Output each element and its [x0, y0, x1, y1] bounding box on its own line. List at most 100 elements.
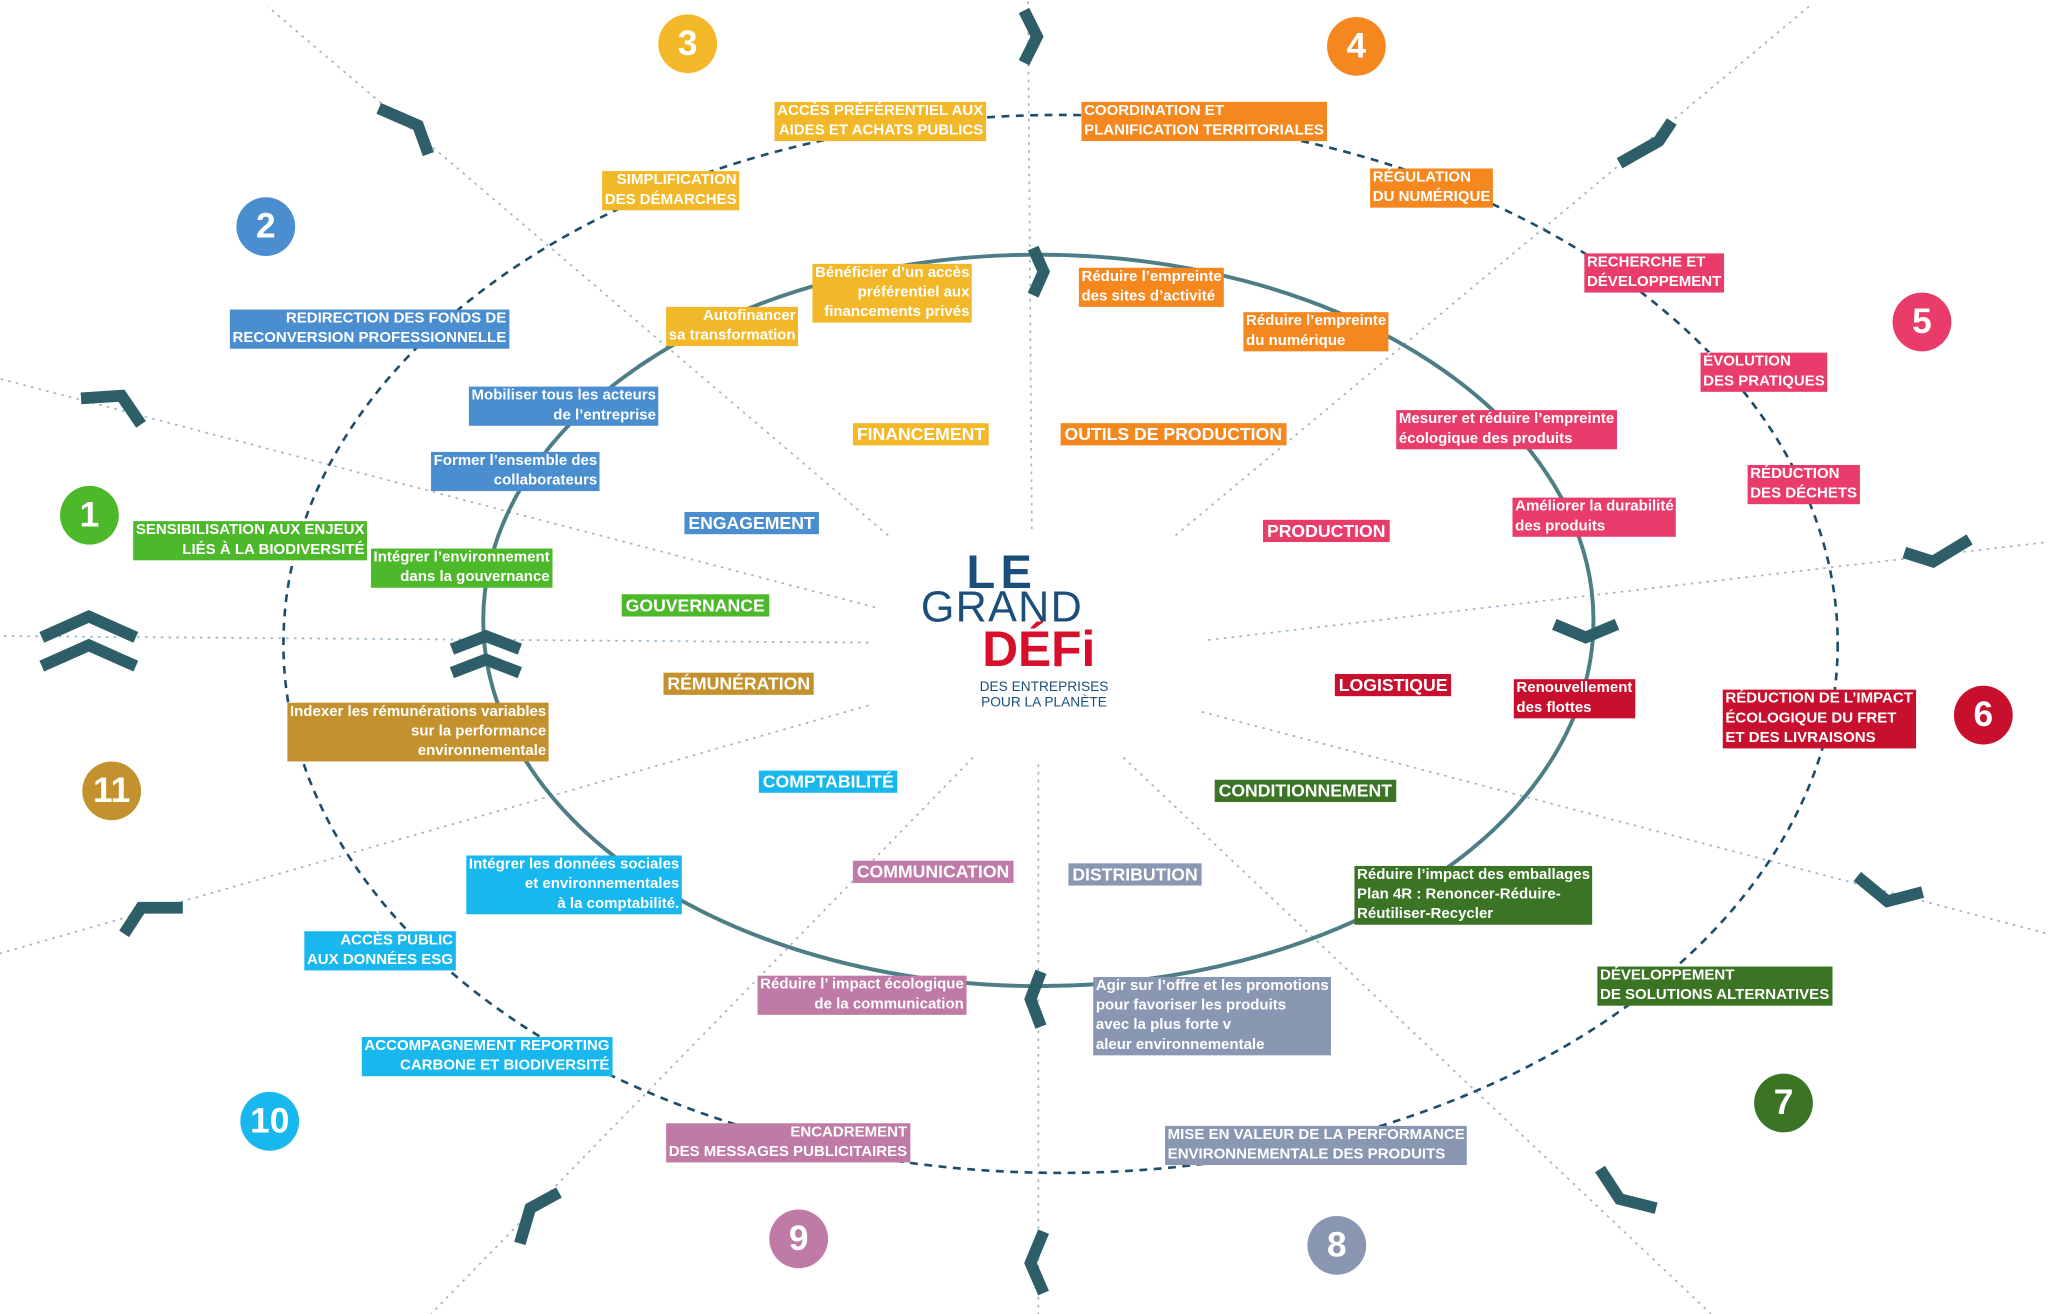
label-integrer-environnement: Intégrer l’environnement dans la gouvern…: [370, 548, 553, 588]
label-recherche: RECHERCHE ET DÉVELOPPEMENT: [1584, 253, 1724, 293]
label-line: DES PRATIQUES: [1703, 373, 1825, 390]
label-line: des produits: [1515, 518, 1606, 535]
label-line: Mobiliser tous les acteurs: [471, 387, 656, 404]
label-line: de la communication: [814, 996, 964, 1013]
label-line: sa transformation: [668, 327, 796, 344]
label-line: ENCADREMENT: [790, 1124, 908, 1141]
category-logistique: LOGISTIQUE: [1334, 673, 1452, 697]
chevron-double-up-inner-b-icon: [449, 653, 522, 679]
label-line: à la comptabilité.: [557, 895, 680, 912]
label-line: Indexer les rémunérations variables: [289, 703, 547, 720]
label-line: Réduire l’impact des emballages: [1357, 867, 1590, 883]
category-comptabilite: COMPTABILITÉ: [758, 770, 898, 793]
chevron-se1-icon: [1853, 871, 1925, 908]
label-line: Mesurer et réduire l’empreinte: [1398, 411, 1615, 428]
number-badge-10: 10: [240, 1091, 300, 1151]
chevron-inner-bottom-icon: [1024, 969, 1047, 1029]
label-line: collaborateurs: [493, 472, 598, 489]
label-reduire-sites: Réduire l’empreinte des sites d’activité: [1078, 267, 1225, 307]
label-line: Réduire l’empreinte: [1081, 269, 1222, 285]
number-badge-5: 5: [1892, 292, 1952, 352]
label-line: préférentiel aux: [857, 284, 970, 301]
number-badge-6: 6: [1953, 685, 2013, 745]
label-reduire-communication: Réduire l’ impact écologique de la commu…: [757, 975, 967, 1015]
label-encadrement: ENCADREMENT DES MESSAGES PUBLICITAIRES: [666, 1123, 910, 1163]
label-renouvellement: Renouvellement des flottes: [1513, 679, 1636, 719]
label-mise-en-valeur: MISE EN VALEUR DE LA PERFORMANCE ENVIRON…: [1165, 1125, 1468, 1166]
label-line: RÉDUCTION: [1750, 466, 1840, 482]
label-evolution: ÉVOLUTION DES PRATIQUES: [1700, 352, 1828, 392]
label-line: écologique des produits: [1398, 431, 1573, 447]
label-line: des flottes: [1516, 700, 1592, 716]
label-line: ACCÈS PUBLIC: [340, 932, 453, 949]
chevron-inner-top-icon: [1027, 245, 1051, 298]
label-line: PLANIFICATION TERRITORIALES: [1084, 122, 1324, 139]
chevron-top-icon: [1018, 7, 1044, 66]
label-line: Intégrer les données sociales: [468, 856, 680, 873]
label-line: DÉVELOPPEMENT: [1599, 967, 1735, 984]
chevron-se2-icon: [1595, 1165, 1658, 1214]
label-line: Réduire l’empreinte: [1246, 313, 1387, 330]
logo-defi: DÉFi: [982, 623, 1096, 678]
category-outils-de-production: OUTILS DE PRODUCTION: [1060, 423, 1286, 446]
label-line: Plan 4R : Renoncer-Réduire-: [1357, 886, 1561, 903]
label-redirection: REDIRECTION DES FONDS DE RECONVERSION PR…: [229, 309, 509, 349]
label-line: Former l’ensemble des: [433, 453, 598, 469]
label-line: RECONVERSION PROFESSIONNELLE: [232, 330, 507, 347]
label-line: ACCOMPAGNEMENT REPORTING: [364, 1038, 610, 1055]
label-line: des sites d’activité: [1081, 288, 1216, 305]
chevron-double-up-outer-a-icon: [39, 610, 139, 643]
label-acces-preferentiel: ACCÈS PRÉFÉRENTIEL AUX AIDES ET ACHATS P…: [774, 101, 986, 142]
label-line: Réduire l’ impact écologique: [760, 976, 964, 993]
label-line: Renouvellement: [1516, 680, 1633, 697]
label-line: DES DÉCHETS: [1750, 485, 1858, 502]
label-agir: Agir sur l’offre et les promotions pour …: [1093, 976, 1332, 1056]
label-line: LIÉS À LA BIODIVERSITÉ: [182, 542, 365, 558]
number-badge-2: 2: [236, 197, 296, 256]
label-line: financements privés: [824, 304, 970, 320]
label-line: RÉGULATION: [1372, 169, 1471, 186]
label-line: pour favoriser les produits: [1095, 997, 1287, 1014]
label-line: avec la plus forte v: [1095, 1017, 1232, 1034]
label-line: Intégrer l’environnement: [373, 549, 550, 566]
category-distribution: DISTRIBUTION: [1068, 863, 1202, 886]
label-line: AUX DONNÉES ESG: [306, 952, 453, 968]
number-badge-11: 11: [82, 761, 142, 821]
label-accompagnement: ACCOMPAGNEMENT REPORTING CARBONE ET BIOD…: [361, 1037, 613, 1077]
label-line: DE SOLUTIONS ALTERNATIVES: [1599, 987, 1830, 1004]
label-reduire-numerique: Réduire l’empreinte du numérique: [1243, 312, 1389, 352]
label-integrer-donnees: Intégrer les données sociales et environ…: [466, 855, 682, 915]
category-conditionnement: CONDITIONNEMENT: [1214, 779, 1396, 802]
chevron-ne1-icon: [1616, 118, 1677, 169]
label-line: ENVIRONNEMENTALE DES PRODUITS: [1167, 1146, 1446, 1163]
label-line: DES DÉMARCHES: [604, 191, 737, 208]
label-beneficier: Bénéficier d’un accès préférentiel aux f…: [812, 263, 973, 323]
label-line: DU NUMÉRIQUE: [1372, 189, 1491, 206]
label-line: Réutiliser-Recycler: [1357, 906, 1494, 923]
number-badge-8: 8: [1307, 1215, 1367, 1275]
grand-defi-logo: LE GRAND DÉFi DES ENTREPRISES POUR LA PL…: [914, 544, 1123, 719]
label-line: ÉVOLUTION: [1703, 353, 1791, 370]
label-line: aleur environnementale: [1095, 1037, 1265, 1053]
label-ameliorer: Améliorer la durabilité des produits: [1512, 497, 1677, 537]
label-line: REDIRECTION DES FONDS DE: [285, 310, 507, 327]
label-line: ET DES LIVRAISONS: [1725, 730, 1876, 746]
category-gouvernance: GOUVERNANCE: [621, 594, 769, 617]
logo-le: LE: [966, 544, 1038, 599]
chevron-nw-icon: [376, 103, 434, 157]
label-line: DÉVELOPPEMENT: [1586, 274, 1722, 290]
label-line: environnementale: [417, 743, 547, 759]
logo-tagline: DES ENTREPRISES POUR LA PLANÈTE: [980, 679, 1109, 710]
label-line: Bénéficier d’un accès: [815, 265, 970, 281]
label-mesurer: Mesurer et réduire l’empreinte écologiqu…: [1396, 410, 1617, 450]
chevron-sw1-icon: [119, 901, 183, 938]
chevron-bottom-icon: [1024, 1229, 1050, 1296]
number-badge-3: 3: [658, 14, 718, 74]
chevron-double-up-inner-a-icon: [449, 629, 522, 655]
label-former: Former l’ensemble des collaborateurs: [431, 451, 600, 492]
label-mobiliser: Mobiliser tous les acteurs de l’entrepri…: [468, 386, 659, 426]
chevron-sw2-icon: [514, 1187, 562, 1246]
chevron-double-up-outer-b-icon: [39, 638, 139, 672]
category-communication: COMMUNICATION: [852, 860, 1014, 883]
